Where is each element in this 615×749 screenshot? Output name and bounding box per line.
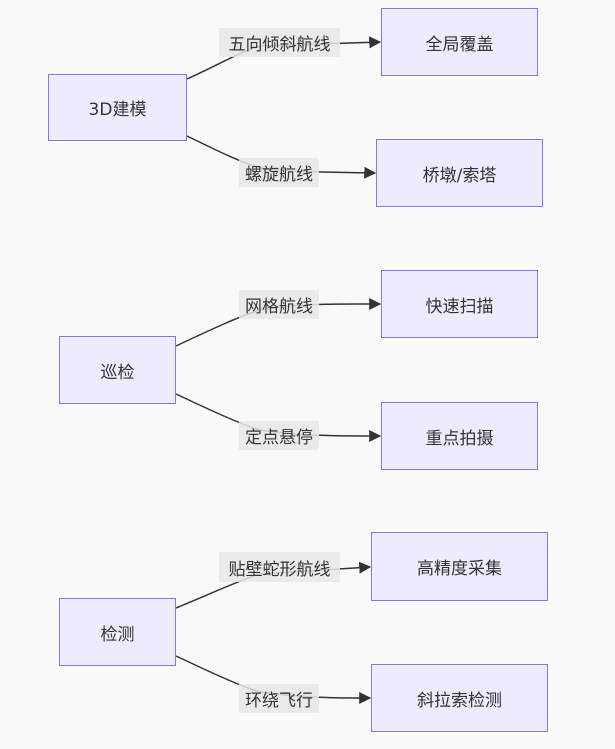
node-label: 检测 [100, 624, 135, 645]
node-label: 重点拍摄 [425, 428, 494, 449]
edge-label: 网格航线 [239, 290, 319, 319]
node-label: 3D建模 [88, 100, 147, 120]
edge-label: 螺旋航线 [239, 158, 319, 187]
edge-label: 环绕飞行 [239, 684, 319, 713]
node-cable-detection[interactable]: 斜拉索检测 [371, 664, 548, 732]
node-pier-tower[interactable]: 桥墩/索塔 [376, 139, 543, 207]
node-high-precision[interactable]: 高精度采集 [371, 532, 548, 601]
node-label: 斜拉索检测 [417, 690, 502, 711]
node-patrol[interactable]: 巡检 [59, 336, 176, 404]
node-fast-scan[interactable]: 快速扫描 [381, 270, 538, 338]
node-key-shooting[interactable]: 重点拍摄 [381, 402, 538, 470]
node-3d-modeling[interactable]: 3D建模 [48, 74, 187, 141]
edge-label: 定点悬停 [239, 421, 319, 450]
node-global-coverage[interactable]: 全局覆盖 [381, 8, 538, 76]
node-label: 全局覆盖 [425, 34, 494, 55]
node-detection[interactable]: 检测 [59, 598, 176, 666]
node-label: 高精度采集 [417, 559, 502, 579]
node-label: 快速扫描 [425, 296, 494, 317]
edge-label: 五向倾斜航线 [219, 28, 340, 57]
node-label: 桥墩/索塔 [422, 165, 497, 186]
edge-label: 贴壁蛇形航线 [219, 552, 340, 582]
node-label: 巡检 [100, 362, 135, 383]
